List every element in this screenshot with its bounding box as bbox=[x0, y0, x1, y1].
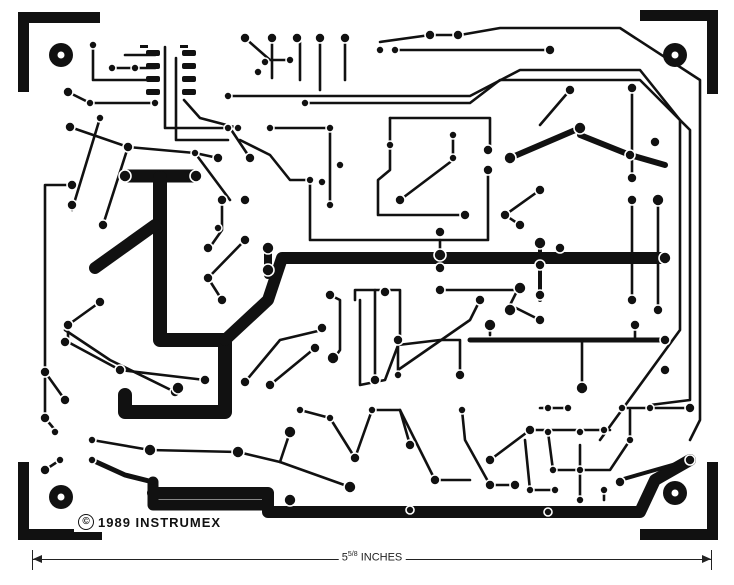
dimension-unit: INCHES bbox=[360, 551, 403, 564]
ic-pads bbox=[140, 45, 196, 95]
dimension-tick-left bbox=[32, 550, 33, 570]
width-dimension-line: 55/8 INCHES bbox=[32, 548, 712, 572]
dimension-tick-right bbox=[711, 550, 712, 570]
power-traces bbox=[89, 125, 696, 518]
copyright-text: 1989 INSTRUMEX bbox=[98, 514, 222, 530]
dimension-numerator: 5 bbox=[347, 551, 352, 558]
arrow-left-icon bbox=[33, 555, 42, 563]
dimension-label: 55/8 INCHES bbox=[338, 551, 406, 564]
corner-registration-marks bbox=[18, 10, 718, 540]
signal-traces bbox=[43, 26, 702, 502]
dimension-denominator: 8 bbox=[353, 551, 358, 558]
component-pads bbox=[39, 29, 696, 517]
mounting-holes bbox=[49, 43, 687, 509]
copyright-notice: © 1989 INSTRUMEX bbox=[74, 512, 226, 532]
dimension-whole: 5 bbox=[341, 551, 348, 564]
copyright-icon: © bbox=[78, 514, 94, 530]
arrow-right-icon bbox=[702, 555, 711, 563]
